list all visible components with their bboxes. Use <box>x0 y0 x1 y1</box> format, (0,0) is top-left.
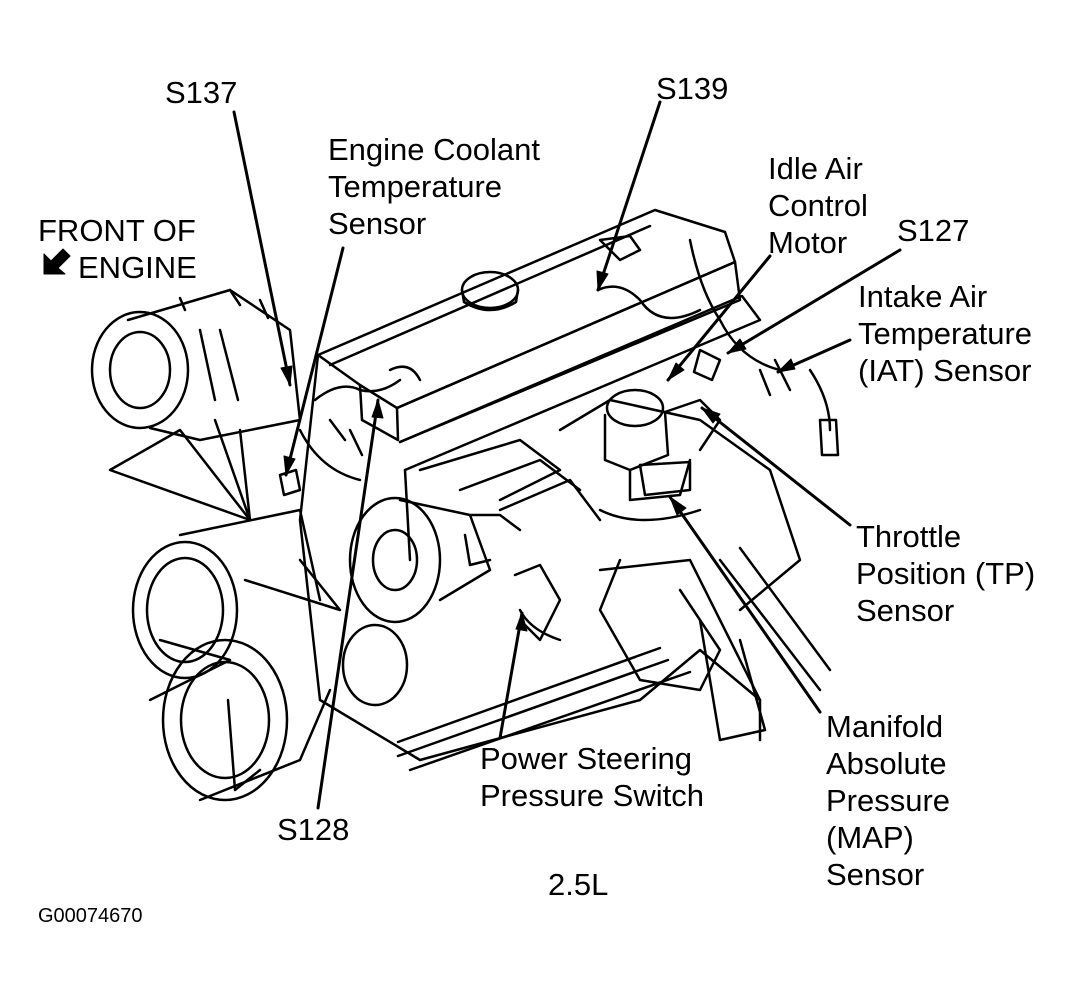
label-intake-air-temperature-sensor: Intake Air Temperature (IAT) Sensor <box>858 279 1033 388</box>
leader-ps <box>498 611 524 740</box>
front-accessories-drawing <box>90 288 562 802</box>
leader-lines <box>232 100 902 810</box>
label-s128: S128 <box>277 812 350 847</box>
label-s137: S137 <box>165 75 238 110</box>
leader-s139 <box>596 100 662 292</box>
engine-block-outline <box>298 208 832 772</box>
label-s127: S127 <box>897 213 970 248</box>
leader-arrowheads <box>280 270 796 632</box>
leader-ect <box>284 246 345 477</box>
wiring-harness-drawing <box>278 234 840 642</box>
leader-iac <box>666 254 772 382</box>
leader-s137 <box>232 110 292 387</box>
leader-s127 <box>726 248 902 355</box>
leader-tp <box>700 406 852 527</box>
label-throttle-position-sensor: Throttle Position (TP) Sensor <box>856 519 1036 628</box>
label-s139: S139 <box>656 71 729 106</box>
throttle-body-drawing <box>418 388 722 522</box>
figure-id: G00074670 <box>38 905 143 927</box>
front-arrow-icon <box>43 248 71 275</box>
leader-s128 <box>316 398 380 810</box>
label-power-steering-pressure-switch: Power Steering Pressure Switch <box>480 741 704 813</box>
label-engine-coolant-temperature-sensor: Engine Coolant Temperature Sensor <box>328 132 540 241</box>
label-idle-air-control-motor: Idle Air Control Motor <box>768 151 868 260</box>
label-engine-displacement: 2.5L <box>548 867 609 902</box>
label-front-of-engine: FRONT OF ENGINE <box>38 213 197 285</box>
leader-map <box>668 495 822 714</box>
label-manifold-absolute-pressure-sensor: Manifold Absolute Pressure (MAP) Sensor <box>826 709 951 892</box>
